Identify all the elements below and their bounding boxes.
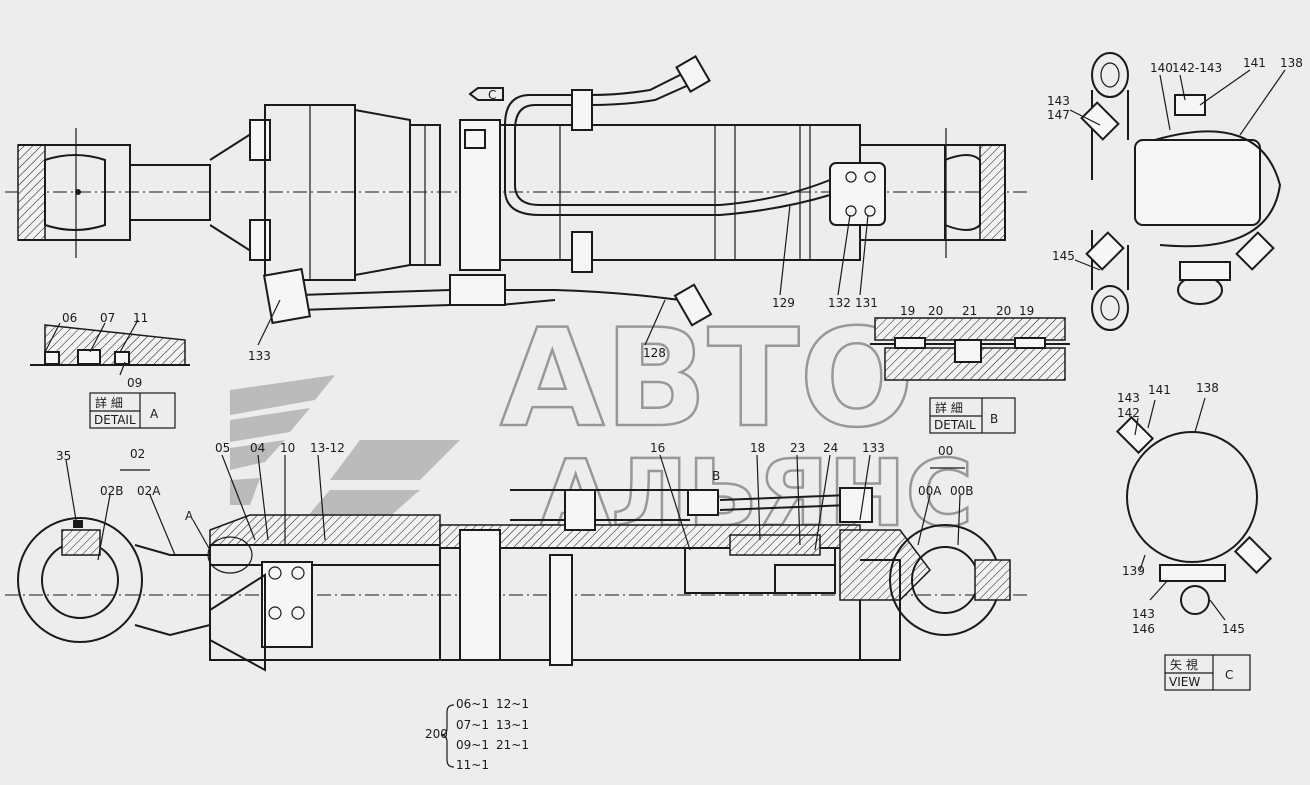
detail-b-jp: 詳 細 (935, 400, 963, 415)
detail-a-en: DETAIL (94, 413, 136, 427)
label-b: B (712, 469, 720, 483)
label-11: 11 (133, 311, 148, 325)
label-r141: 141 (1243, 56, 1266, 70)
label-r147: 147 (1047, 108, 1070, 122)
label-v142: 142 (1117, 406, 1140, 420)
label-v146: 146 (1132, 622, 1155, 636)
section-view (5, 487, 1030, 672)
label-131: 131 (855, 296, 878, 310)
kit-item: 21~1 (496, 738, 529, 752)
detail-a-letter: A (150, 407, 159, 421)
label-b-21: 21 (962, 304, 977, 318)
watermark-line1: АВТО (500, 300, 914, 457)
label-02a: 02A (137, 484, 161, 498)
kit-item: 09~1 (456, 738, 489, 752)
label-r143: 143 (1047, 94, 1070, 108)
detail-a-drawing (30, 324, 190, 366)
view-c-drawing (1115, 415, 1273, 615)
view-c-jp: 矢 視 (1170, 657, 1198, 672)
end-view-drawing (1080, 52, 1282, 331)
label-128: 128 (643, 346, 666, 360)
label-r142-143: 142-143 (1172, 61, 1222, 75)
label-00: 00 (938, 444, 953, 458)
label-v138: 138 (1196, 381, 1219, 395)
kit-item: 06~1 (456, 697, 489, 711)
label-v139: 139 (1122, 564, 1145, 578)
label-b-19b: 19 (1019, 304, 1034, 318)
label-02: 02 (130, 447, 145, 461)
label-r145: 145 (1052, 249, 1075, 263)
label-09: 09 (127, 376, 142, 390)
kit-item: 12~1 (496, 697, 529, 711)
kit-item: 11~1 (456, 758, 489, 772)
label-v143b: 143 (1132, 607, 1155, 621)
label-b-20a: 20 (928, 304, 943, 318)
label-00a: 00A (918, 484, 942, 498)
detail-b-en: DETAIL (934, 418, 976, 432)
label-13-12: 13-12 (310, 441, 345, 455)
label-10: 10 (280, 441, 295, 455)
label-r140: 140 (1150, 61, 1173, 75)
leader-lines (44, 69, 1286, 621)
label-a: A (185, 509, 194, 523)
label-v143: 143 (1117, 391, 1140, 405)
view-c-letter: C (1225, 668, 1233, 682)
detail-b-drawing (870, 317, 1070, 381)
detail-a-label-box: 詳 細 DETAIL A (89, 392, 176, 429)
detail-a-jp: 詳 細 (95, 395, 123, 410)
label-b-19a: 19 (900, 304, 915, 318)
view-c-en: VIEW (1169, 675, 1200, 689)
label-c: C (488, 88, 496, 102)
detail-b-label-box: 詳 細 DETAIL B (929, 397, 1016, 434)
label-129: 129 (772, 296, 795, 310)
label-23: 23 (790, 441, 805, 455)
label-16: 16 (650, 441, 665, 455)
detail-b-letter: B (990, 412, 998, 426)
label-07: 07 (100, 311, 115, 325)
label-v141: 141 (1148, 383, 1171, 397)
label-r138: 138 (1280, 56, 1303, 70)
label-02b: 02B (100, 484, 124, 498)
kit-code: 200 (425, 727, 448, 741)
label-24: 24 (823, 441, 838, 455)
label-b-20b: 20 (996, 304, 1011, 318)
label-04: 04 (250, 441, 265, 455)
label-133-top: 133 (248, 349, 271, 363)
seal-kit-table: 200 06~1 07~1 09~1 11~1 12~1 13~1 21~1 (425, 697, 529, 772)
label-35: 35 (56, 449, 71, 463)
label-133-section: 133 (862, 441, 885, 455)
label-06: 06 (62, 311, 77, 325)
label-00b: 00B (950, 484, 974, 498)
label-05: 05 (215, 441, 230, 455)
label-18: 18 (750, 441, 765, 455)
view-c-label-box: 矢 視 VIEW C (1164, 654, 1251, 691)
label-132: 132 (828, 296, 851, 310)
kit-item: 07~1 (456, 718, 489, 732)
part-labels: 35 02 02B 02A A 05 04 10 13-12 16 B 18 2… (56, 56, 1303, 636)
top-cylinder-view (5, 55, 1030, 327)
label-v145: 145 (1222, 622, 1245, 636)
kit-item: 13~1 (496, 718, 529, 732)
